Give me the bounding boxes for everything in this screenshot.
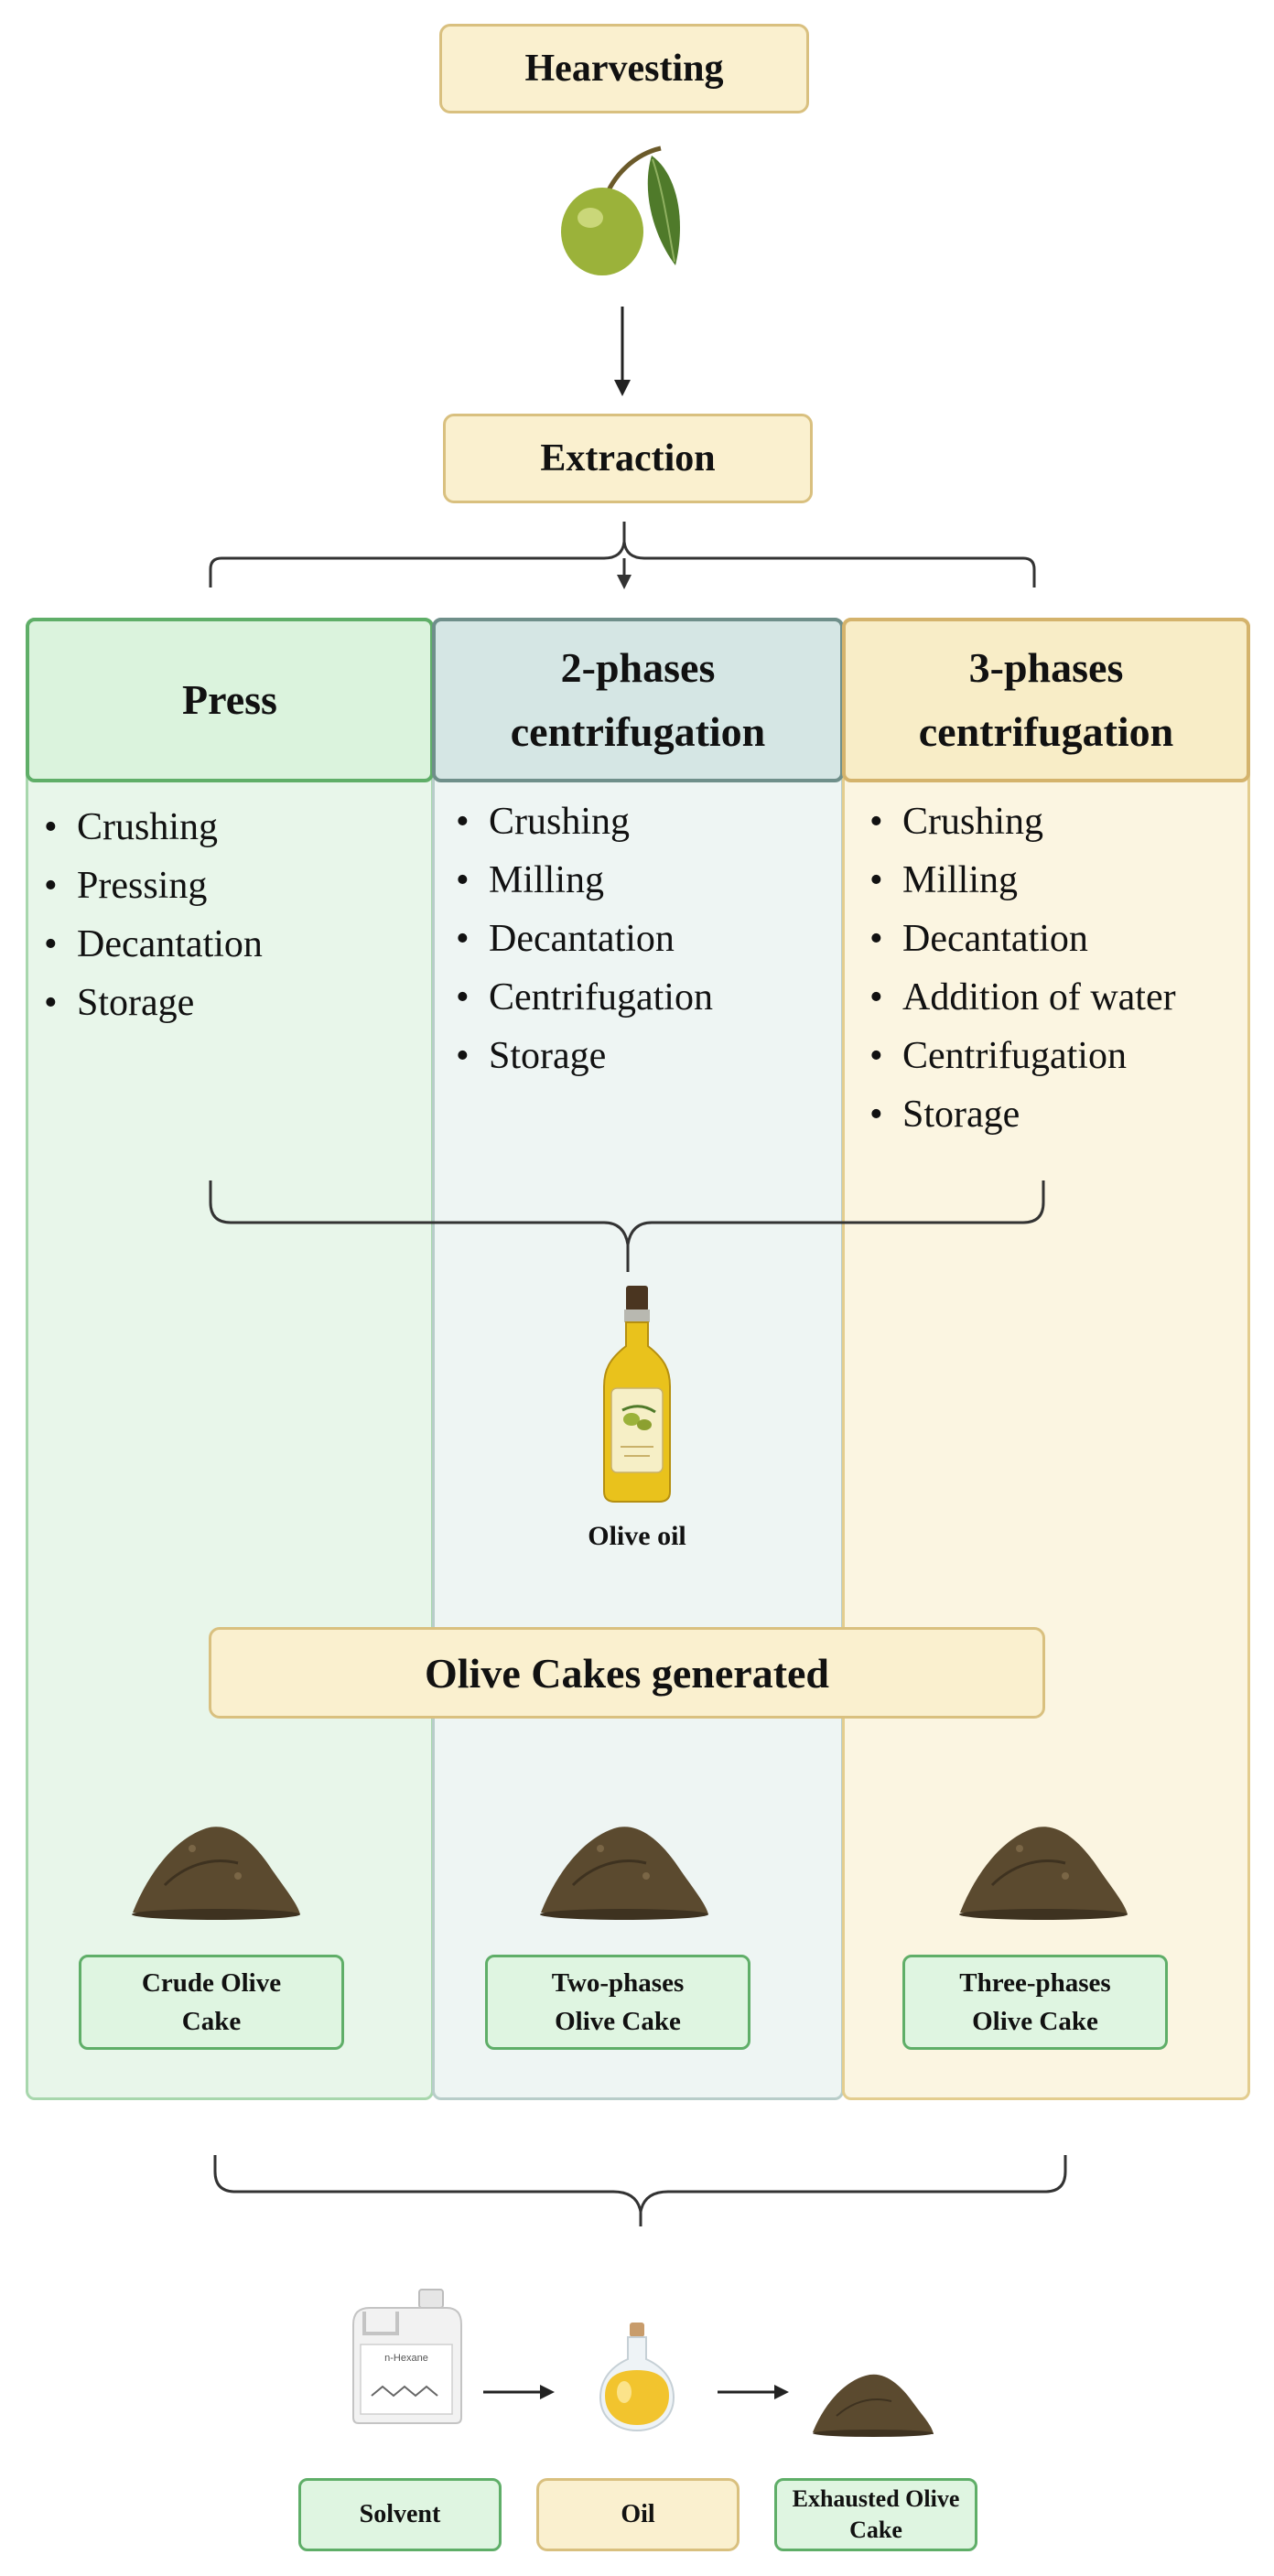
olive-cakes-generated-label: Olive Cakes generated [424,1649,830,1697]
solvent-label: Solvent [359,2500,441,2528]
harvesting-label: Hearvesting [524,48,724,90]
step-item: Crushing [40,798,425,857]
crude-olive-cake-box: Crude Olive Cake [79,1955,344,2050]
step-item: Centrifugation [866,1027,1250,1085]
steps-three-phases: Crushing Milling Decantation Addition of… [866,792,1250,1144]
step-item: Storage [452,1027,837,1085]
cake-label-line: Crude Olive [141,1968,282,1998]
step-item: Milling [452,851,837,910]
exhausted-olive-cake-box: Exhausted Olive Cake [774,2478,977,2551]
oil-box: Oil [536,2478,740,2551]
oil-jar-icon [599,2323,675,2432]
olive-oil-bottle-icon [603,1286,671,1503]
harvesting-box: Hearvesting [439,24,809,113]
bottom-bracket [213,2155,1067,2226]
olive-cakes-generated-box: Olive Cakes generated [209,1627,1045,1719]
header-two-line1: 2-phases [560,644,716,691]
step-item: Storage [866,1085,1250,1144]
header-press: Press [26,618,434,782]
header-three-line2: centrifugation [918,708,1174,755]
exhausted-pomace-icon [813,2374,934,2437]
cake-label-line: Three-phases [959,1968,1111,1998]
header-two-phases: 2-phases centrifugation [432,618,844,782]
solvent-jug-icon: n-Hexane [352,2289,462,2424]
step-item: Centrifugation [452,968,837,1027]
arrow-solvent-to-oil [483,2385,555,2399]
step-item: Milling [866,851,1250,910]
step-item: Addition of water [866,968,1250,1027]
pomace-pile-icon [132,1827,300,1920]
solvent-box: Solvent [298,2478,502,2551]
step-item: Decantation [866,910,1250,968]
steps-press: Crushing Pressing Decantation Storage [40,798,425,1032]
hexane-label: n-Hexane [384,2353,428,2364]
three-phases-olive-cake-box: Three-phases Olive Cake [902,1955,1168,2050]
pomace-pile-icon [959,1827,1128,1920]
middle-bracket [209,1180,1045,1272]
step-item: Crushing [452,792,837,851]
steps-two-phases: Crushing Milling Decantation Centrifugat… [452,792,837,1085]
header-three-line1: 3-phases [968,644,1124,691]
header-two-line2: centrifugation [510,708,766,755]
step-item: Pressing [40,857,425,915]
extraction-box: Extraction [443,414,813,503]
step-item: Decantation [40,915,425,974]
extraction-label: Extraction [540,437,716,480]
step-item: Storage [40,974,425,1032]
olive-icon [561,146,680,275]
cake-label-line: Olive Cake [555,2007,681,2036]
cake-label-line: Two-phases [551,1968,685,1998]
top-bracket [209,522,1036,589]
header-three-phases: 3-phases centrifugation [842,618,1250,782]
arrow-harvest-to-extraction [614,307,631,396]
arrow-oil-to-cake [718,2385,789,2399]
cake-label-line: Cake [181,2007,242,2036]
step-item: Decantation [452,910,837,968]
olive-oil-label: Olive oil [588,1521,686,1551]
two-phases-olive-cake-box: Two-phases Olive Cake [485,1955,750,2050]
step-item: Crushing [866,792,1250,851]
pomace-pile-icon [540,1827,708,1920]
header-press-title: Press [182,676,277,723]
cake-label-line: Olive Cake [972,2007,1098,2036]
exhausted-label-line2: Cake [849,2517,902,2543]
exhausted-label-line1: Exhausted Olive [792,2485,960,2512]
oil-label: Oil [621,2500,655,2528]
